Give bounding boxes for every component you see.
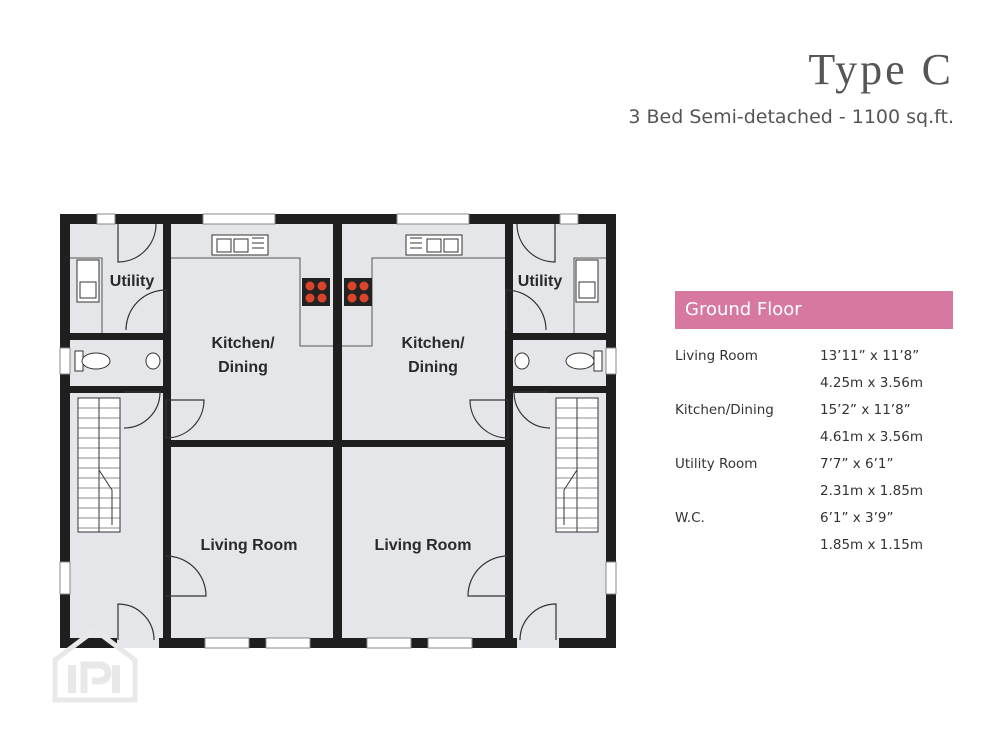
room-label-utility-left: Utility: [110, 273, 155, 290]
windows: [59, 213, 617, 649]
party-wall: [333, 219, 342, 643]
page-title: Type C: [808, 45, 954, 94]
room-size: 6’1” x 3’9”: [820, 510, 894, 526]
stair-arrow: [98, 410, 578, 525]
room-label-utility-right: Utility: [518, 273, 563, 290]
interior-wall: [65, 333, 165, 340]
interior-wall: [511, 333, 611, 340]
room-size: 4.25m x 3.56m: [820, 375, 923, 391]
room-sizes-panel: Ground Floor Living Room 13’11” x 11’8” 4…: [675, 291, 953, 559]
room-name: W.C.: [675, 510, 705, 526]
room-size: 2.31m x 1.85m: [820, 483, 923, 499]
room-size: 13’11” x 11’8”: [820, 348, 920, 364]
room-label-living-right: Living Room: [375, 537, 472, 554]
room-size-row: W.C. 6’1” x 3’9”: [675, 505, 953, 532]
room-name: Living Room: [675, 348, 758, 364]
interior-wall: [65, 386, 165, 393]
toilet-icon: [74, 350, 603, 372]
room-size-row: Kitchen/Dining 15’2” x 11’8”: [675, 397, 953, 424]
room-size-row: 4.25m x 3.56m: [675, 370, 953, 397]
room-label-kitchen-right-1: Kitchen/: [401, 335, 465, 352]
hob-icon: [302, 278, 372, 306]
page-subtitle: 3 Bed Semi-detached - 1100 sq.ft.: [628, 106, 954, 128]
room-label-living-left: Living Room: [201, 537, 298, 554]
room-size: 4.61m x 3.56m: [820, 429, 923, 445]
room-name: Utility Room: [675, 456, 758, 472]
interior-wall: [163, 440, 338, 447]
interior-wall: [163, 219, 171, 643]
interior-wall: [505, 219, 513, 643]
interior-wall: [338, 440, 513, 447]
room-size-row: Utility Room 7’7” x 6’1”: [675, 451, 953, 478]
sink-icon: [76, 234, 599, 303]
room-name: [675, 424, 820, 451]
room-size: 1.85m x 1.15m: [820, 537, 923, 553]
room-size: 7’7” x 6’1”: [820, 456, 894, 472]
panel-heading: Ground Floor: [675, 291, 953, 329]
staircase: [77, 397, 599, 533]
room-name: [675, 532, 820, 559]
room-size-row: 1.85m x 1.15m: [675, 532, 953, 559]
room-label-kitchen-right-2: Dining: [408, 359, 458, 376]
watermark-logo: [52, 626, 138, 703]
room-size-row: 4.61m x 3.56m: [675, 424, 953, 451]
room-size-row: 2.31m x 1.85m: [675, 478, 953, 505]
room-size: 15’2” x 11’8”: [820, 402, 911, 418]
room-name: Kitchen/Dining: [675, 402, 774, 418]
room-label-kitchen-left-1: Kitchen/: [211, 335, 275, 352]
interior-wall: [511, 386, 611, 393]
room-size-row: Living Room 13’11” x 11’8”: [675, 343, 953, 370]
room-name: [675, 478, 820, 505]
room-name: [675, 370, 820, 397]
room-label-kitchen-left-2: Dining: [218, 359, 268, 376]
door-swings: [117, 223, 557, 641]
front-doors: [117, 637, 559, 648]
